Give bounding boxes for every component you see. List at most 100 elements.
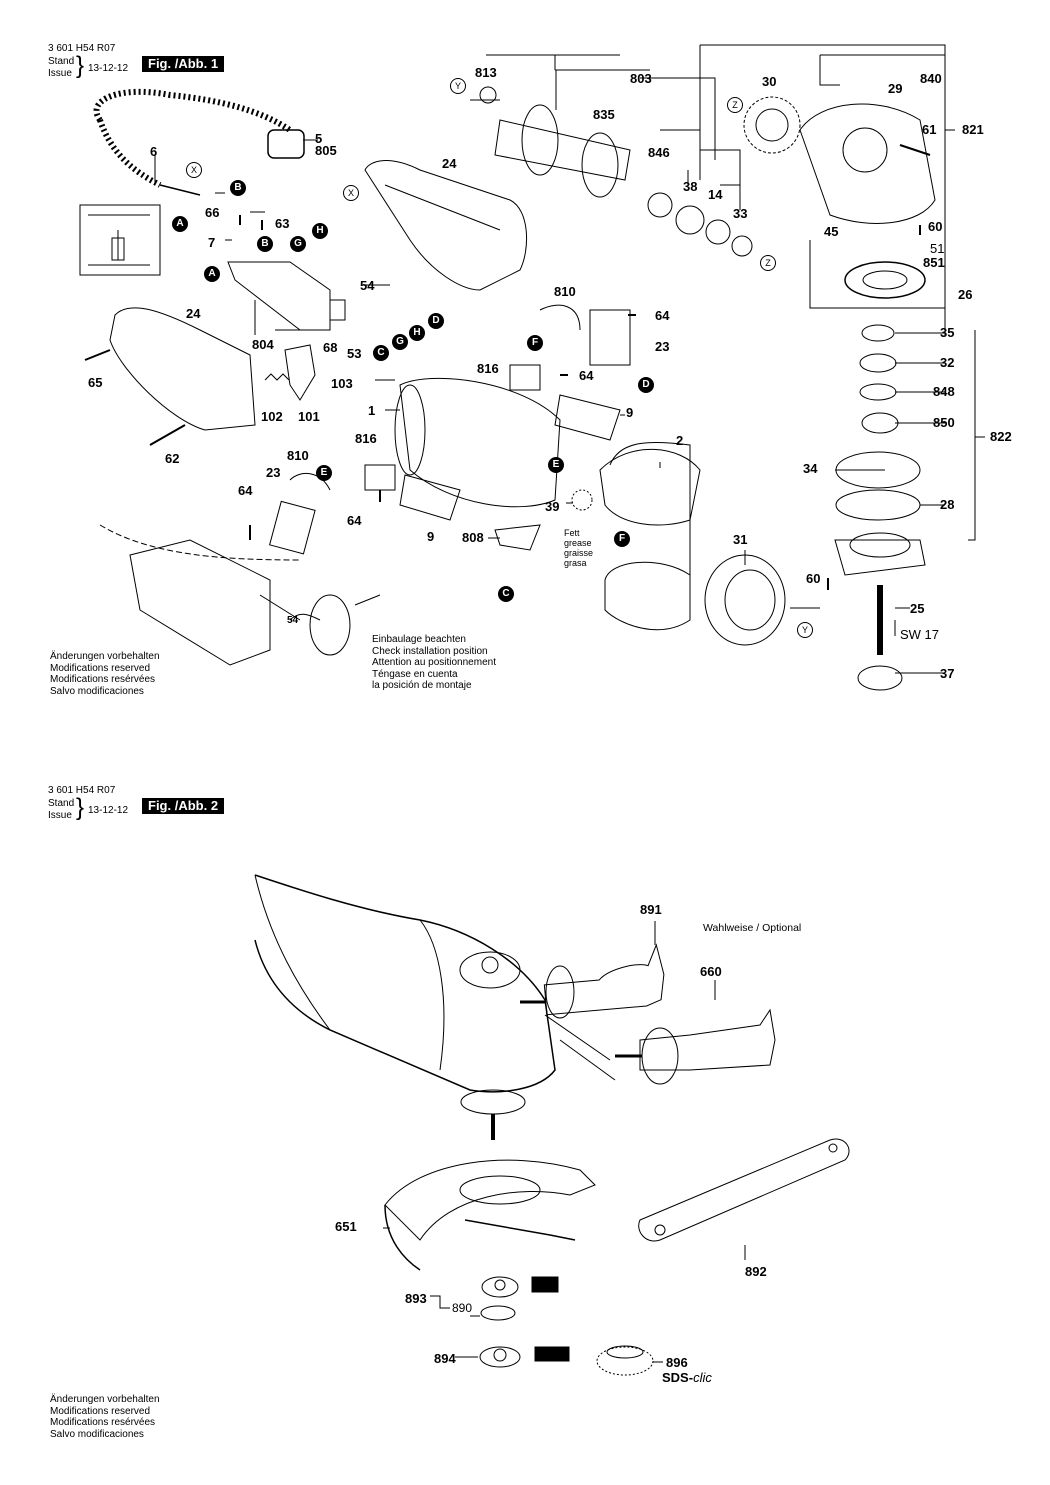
field-coil-upper bbox=[599, 448, 701, 526]
stand-issue-labels: Stand Issue bbox=[48, 798, 76, 822]
part-label: 64 bbox=[347, 513, 362, 528]
part-label: 848 bbox=[933, 384, 955, 399]
figure-title-badge: Fig. /Abb. 1 bbox=[142, 56, 225, 72]
connector-marker: C bbox=[498, 586, 514, 602]
grinder-body bbox=[254, 874, 556, 1093]
figure-2-accessories: 3 601 H54 R07 Stand Issue } 13-12-12 Fig… bbox=[0, 740, 1050, 1485]
grease-line: grasa bbox=[564, 558, 587, 568]
issue-label: Issue bbox=[48, 810, 72, 821]
part-label: 813 bbox=[475, 65, 497, 80]
position-marker: Y bbox=[450, 78, 466, 94]
modifications-line: Änderungen vorbehalten bbox=[50, 1394, 160, 1405]
connector-marker: H bbox=[409, 325, 425, 341]
connector-marker: E bbox=[316, 465, 332, 481]
part-label: 2 bbox=[676, 433, 684, 448]
connector-marker: E bbox=[548, 457, 564, 473]
modifications-note: Änderungen vorbehalten Modifications res… bbox=[50, 1394, 160, 1440]
part-label: 62 bbox=[165, 451, 180, 466]
modifications-line: Salvo modificaciones bbox=[50, 1428, 144, 1440]
connector-marker: F bbox=[527, 335, 543, 351]
modifications-line: Modifications resérvées bbox=[50, 1417, 156, 1428]
bracket-803 bbox=[486, 54, 650, 71]
figure-2-drawing bbox=[254, 874, 850, 1376]
part-label: 851 bbox=[923, 255, 945, 270]
insulation-9b bbox=[399, 474, 461, 521]
gear-housing bbox=[799, 103, 936, 224]
part-label: 101 bbox=[298, 409, 320, 424]
part-label: 38 bbox=[683, 179, 698, 194]
part-label: 25 bbox=[910, 601, 925, 616]
ring-848 bbox=[859, 383, 897, 401]
ring-890 bbox=[480, 1305, 516, 1321]
part-label: 810 bbox=[287, 448, 309, 463]
flange-893 bbox=[481, 1276, 519, 1298]
part-label: 810 bbox=[554, 284, 576, 299]
bracket-821 bbox=[700, 44, 946, 335]
part-label: 65 bbox=[88, 375, 103, 390]
bracket-822 bbox=[968, 330, 985, 541]
part-label: 61 bbox=[922, 122, 937, 137]
part-label: 893 bbox=[405, 1291, 427, 1306]
install-line: Attention au positionnement bbox=[372, 657, 496, 668]
part-label: 816 bbox=[477, 361, 499, 376]
part-label: 64 bbox=[579, 368, 594, 383]
part-label: 890 bbox=[452, 1301, 473, 1315]
modifications-line: Modifications reserved bbox=[50, 1405, 151, 1417]
part-label: 6 bbox=[150, 144, 158, 159]
part-label: 63 bbox=[275, 216, 290, 231]
connector-marker: D bbox=[638, 377, 654, 393]
part-label: 821 bbox=[962, 122, 984, 137]
modifications-line: Modifications reserved bbox=[50, 662, 151, 674]
insulation-808 bbox=[494, 524, 541, 551]
power-cord bbox=[93, 88, 292, 133]
ring-28 bbox=[835, 489, 921, 521]
install-line: Check installation position bbox=[372, 645, 488, 657]
bevel-gear-30 bbox=[743, 96, 801, 154]
install-line: la posición de montaje bbox=[372, 680, 472, 691]
side-handle-660 bbox=[639, 1008, 776, 1071]
install-line: Einbaulage beachten bbox=[372, 634, 466, 645]
position-marker: Y bbox=[797, 622, 813, 638]
position-marker: X bbox=[186, 162, 202, 178]
modifications-line: Salvo modificaciones bbox=[50, 685, 144, 697]
part-label: 102 bbox=[261, 409, 283, 424]
insulation-9 bbox=[554, 394, 621, 441]
part-label: 66 bbox=[205, 205, 220, 220]
document-number: 3 601 H54 R07 bbox=[48, 43, 116, 54]
position-marker: X bbox=[343, 185, 359, 201]
part-label: 33 bbox=[733, 206, 748, 221]
switch-body bbox=[227, 261, 331, 331]
detail-label-54: 54 bbox=[287, 615, 299, 626]
part-label: 9 bbox=[427, 529, 435, 544]
brush-holder-816b bbox=[364, 464, 396, 491]
issue-date: 13-12-12 bbox=[88, 63, 129, 74]
part-label: 29 bbox=[888, 81, 903, 96]
part-label: 651 bbox=[335, 1219, 357, 1234]
side-handle-891 bbox=[543, 943, 665, 1016]
sds-prefix: SDS- bbox=[662, 1370, 694, 1385]
bearing-850 bbox=[861, 412, 899, 434]
modifications-line: Änderungen vorbehalten bbox=[50, 651, 160, 662]
connector-marker: H bbox=[312, 223, 328, 239]
part-label: 803 bbox=[630, 71, 652, 86]
figure-title-badge: Fig. /Abb. 2 bbox=[142, 798, 225, 814]
part-label: 51 bbox=[930, 241, 945, 256]
seal-35 bbox=[861, 324, 895, 342]
sds-clic-logo: SDS-clic bbox=[662, 1370, 712, 1385]
part-label: 31 bbox=[733, 532, 748, 547]
optional-note: Wahlweise / Optional bbox=[703, 922, 802, 934]
shroud-31 bbox=[704, 554, 786, 646]
part-label: 45 bbox=[824, 224, 839, 239]
sds-nut-896 bbox=[596, 1346, 654, 1376]
part-label: 24 bbox=[442, 156, 457, 171]
gear-head-top bbox=[459, 951, 521, 989]
stand-issue-labels: Stand Issue bbox=[48, 56, 76, 80]
part-label: 846 bbox=[648, 145, 670, 160]
figure-1-exploded-view: 3 601 H54 R07 Stand Issue } 13-12-12 Fig… bbox=[0, 0, 1050, 740]
nut-894 bbox=[479, 1346, 521, 1368]
lever-101 bbox=[284, 344, 316, 401]
connector-marker: B bbox=[257, 236, 273, 252]
part-label: 850 bbox=[933, 415, 955, 430]
grease-line: Fett bbox=[564, 528, 580, 538]
guard-651 bbox=[384, 1159, 596, 1241]
